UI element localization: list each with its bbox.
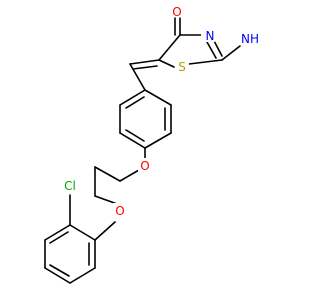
bond-b4-b5 bbox=[144, 132, 172, 149]
bond-c4-c5 bbox=[158, 34, 181, 61]
bond-b1-b2 bbox=[119, 89, 146, 106]
bond-c5-ch bbox=[129, 59, 160, 65]
ether-oxygen-2-label: O bbox=[115, 204, 124, 218]
bond-c5-ch-double bbox=[132, 65, 158, 70]
atom-label-layer: O N NH S O O Cl bbox=[60, 5, 262, 218]
chlorine-label: Cl bbox=[64, 179, 76, 193]
ether-oxygen-1-bg bbox=[138, 158, 152, 172]
bond-a1-a2 bbox=[69, 224, 96, 241]
ring-sulfur-bg bbox=[176, 59, 189, 73]
ether-oxygen-1-label: O bbox=[140, 159, 149, 173]
bond-b3-b4 bbox=[119, 132, 146, 149]
bond-ch2-ch2 bbox=[94, 166, 121, 182]
bond-a2-a3 bbox=[44, 224, 71, 241]
bond-c2-s1 bbox=[188, 59, 223, 65]
bond-o1-ch2 bbox=[119, 169, 140, 182]
ring-sulfur-label: S bbox=[178, 60, 186, 74]
imino-group-label: NH bbox=[241, 32, 259, 46]
bond-a4-a5 bbox=[44, 267, 71, 284]
molecule-structure-diagram: O N NH S O O Cl bbox=[44, 5, 262, 284]
imino-group-bg bbox=[238, 31, 262, 45]
bond-b3-b4-inner bbox=[125, 129, 145, 142]
ring-nitrogen-bg bbox=[201, 28, 215, 42]
bond-a4-a5-inner bbox=[49, 264, 70, 277]
bond-c2-nh bbox=[221, 45, 241, 61]
bond-a5-a6 bbox=[69, 267, 96, 284]
bond-n3-c2-double bbox=[206, 41, 217, 59]
bond-s1-c5 bbox=[158, 59, 175, 68]
bond-ch-phenyl bbox=[129, 63, 146, 91]
ether-oxygen-2-bg bbox=[113, 203, 127, 217]
bond-b6-b1 bbox=[144, 89, 172, 106]
bond-o2-aryl bbox=[94, 221, 116, 241]
carbonyl-oxygen-label: O bbox=[172, 5, 181, 19]
bond-a2-a3-inner bbox=[49, 231, 69, 244]
ring-nitrogen-label: N bbox=[206, 29, 215, 43]
bond-b1-b2-inner bbox=[125, 96, 145, 109]
chlorine-bg bbox=[60, 178, 80, 192]
bond-layer bbox=[44, 17, 241, 284]
